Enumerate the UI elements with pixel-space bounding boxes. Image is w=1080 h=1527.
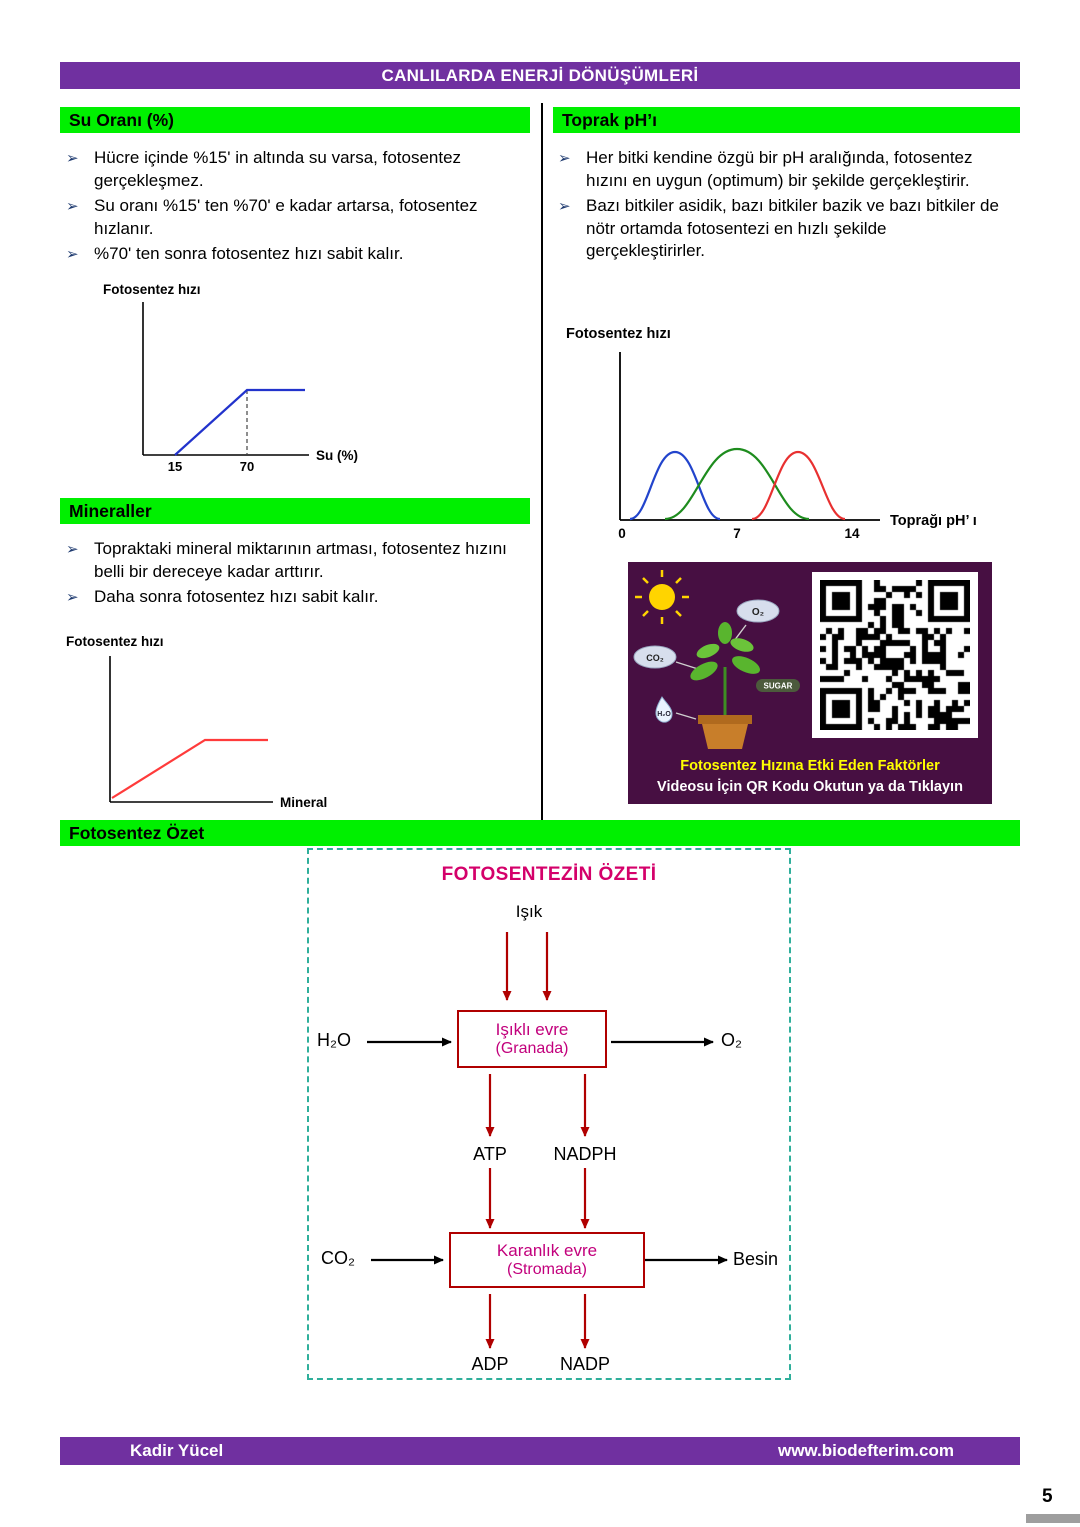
co2-cloud: CO₂ [633,645,677,669]
diagram-label-o2: O₂ [721,1030,742,1050]
bullet-arrow-icon: ➢ [66,150,79,167]
bullet-text: Daha sonra fotosentez hızı sabit kalır. [94,587,379,607]
mineraller-bullet-list: ➢ Topraktaki mineral miktarının artması,… [66,538,526,609]
water-droplet-label: H₂O [657,711,671,718]
diagram-label-h2o: H₂O [317,1030,351,1050]
list-item: ➢ Her bitki kendine özgü bir pH aralığın… [558,147,1010,192]
list-item: ➢ %70' ten sonra fotosentez hızı sabit k… [66,243,521,266]
su-chart-tick-15: 15 [168,459,182,474]
diagram-label-nadph: NADPH [553,1144,617,1164]
ph-chart-blue-curve [629,450,721,521]
diagram-label-besin: Besin [733,1249,779,1269]
arrow-co2 [675,661,699,670]
ph-chart-red-curve [751,450,846,521]
diagram-label-co2: CO₂ [321,1248,355,1268]
ph-chart-green-curve [664,447,810,521]
footer-website[interactable]: www.biodefterim.com [777,1441,954,1460]
ph-chart: Fotosentez hızı 0 7 14 Toprağı pH’ ı [566,326,977,541]
list-item: ➢ Hücre içinde %15' in altında su varsa,… [66,147,521,192]
ph-chart-tick-7: 7 [733,526,741,541]
dark-phase-line2: (Stromada) [506,1261,588,1278]
su-chart-ylabel: Fotosentez hızı [103,282,201,297]
column-divider [541,103,543,821]
co2-cloud-label: CO₂ [646,653,664,663]
su-chart-tick-70: 70 [240,459,254,474]
o2-cloud-label: O₂ [752,607,764,618]
plant-pot [698,715,752,749]
water-droplet-icon: H₂O [655,696,673,723]
page-footer-mark [1026,1514,1080,1523]
page-title: CANLILARDA ENERJİ DÖNÜŞÜMLERİ [60,62,1020,89]
mineral-chart-series-line [111,738,268,799]
qr-video-panel: O₂ CO₂ SUGAR H₂O [628,562,992,804]
bullet-arrow-icon: ➢ [66,589,79,607]
section-header-mineraller: Mineraller [60,498,530,524]
section-header-su-orani: Su Oranı (%) [60,107,530,133]
bullet-text: Her bitki kendine özgü bir pH aralığında… [586,148,973,190]
su-chart-xlabel: Su (%) [316,448,358,463]
mineral-chart-ylabel: Fotosentez hızı [66,634,164,649]
qr-caption-line2[interactable]: Videosu İçin QR Kodu Okutun ya da Tıklay… [657,779,963,795]
o2-cloud: O₂ [736,599,780,623]
bullet-text: Hücre içinde %15' in altında su varsa, f… [94,148,462,190]
page-number: 5 [1042,1486,1053,1507]
footer-author: Kadir Yücel [130,1441,224,1460]
diagram-label-nadp: NADP [559,1354,611,1374]
sun-icon [635,570,689,624]
qr-code[interactable] [812,572,978,738]
photosynthesis-illustration: O₂ CO₂ SUGAR H₂O [633,570,800,749]
diagram-label-atp: ATP [473,1144,507,1164]
ph-chart-tick-0: 0 [618,526,626,541]
diagram-label-isik: Işık [515,902,543,921]
plant-illustration [690,622,760,718]
dark-phase-line1: Karanlık evre [496,1241,598,1260]
bullet-arrow-icon: ➢ [66,541,79,558]
bullet-arrow-icon: ➢ [558,198,571,216]
dark-phase-box: Karanlık evre (Stromada) [449,1232,645,1288]
diagram-title: FOTOSENTEZİN ÖZETİ [441,864,657,885]
ph-chart-tick-14: 14 [844,526,860,541]
ph-chart-ylabel: Fotosentez hızı [566,326,671,342]
light-phase-line2: (Granada) [495,1040,569,1057]
bullet-arrow-icon: ➢ [558,150,571,167]
mineral-chart: Fotosentez hızı Mineral [66,634,327,810]
photosynthesis-summary-diagram: FOTOSENTEZİN ÖZETİ Işık Işıklı evre (Gra… [307,848,791,1380]
light-phase-line1: Işıklı evre [495,1020,569,1039]
sugar-badge-label: SUGAR [764,682,793,691]
ph-chart-xlabel: Toprağı pH’ ı [890,513,977,529]
sugar-badge: SUGAR [756,679,800,692]
footer-bar: Kadir Yücel www.biodefterim.com [60,1437,1020,1465]
bullet-arrow-icon: ➢ [66,246,79,264]
mineral-chart-xlabel: Mineral [280,795,327,810]
diagram-label-adp: ADP [471,1354,509,1374]
arrow-h2o [675,712,697,720]
bullet-text: Bazı bitkiler asidik, bazı bitkiler bazi… [586,196,999,261]
list-item: ➢ Bazı bitkiler asidik, bazı bitkiler ba… [558,195,1010,263]
list-item: ➢ Daha sonra fotosentez hızı sabit kalır… [66,586,526,609]
su-orani-bullet-list: ➢ Hücre içinde %15' in altında su varsa,… [66,147,521,266]
su-chart: Fotosentez hızı 15 70 Su (%) [103,282,358,474]
light-phase-box: Işıklı evre (Granada) [457,1010,607,1068]
bullet-text: Su oranı %15' ten %70' e kadar artarsa, … [94,196,478,238]
bullet-text: %70' ten sonra fotosentez hızı sabit kal… [94,244,404,264]
section-header-fotosentez-ozet: Fotosentez Özet [60,820,1020,846]
list-item: ➢ Topraktaki mineral miktarının artması,… [66,538,526,583]
qr-code-canvas[interactable] [820,580,970,730]
bullet-text: Topraktaki mineral miktarının artması, f… [94,539,507,581]
qr-caption-line1[interactable]: Fotosentez Hızına Etki Eden Faktörler [680,758,940,774]
section-header-toprak-ph: Toprak pH’ı [553,107,1020,133]
bullet-arrow-icon: ➢ [66,198,79,216]
list-item: ➢ Su oranı %15' ten %70' e kadar artarsa… [66,195,521,240]
toprak-ph-bullet-list: ➢ Her bitki kendine özgü bir pH aralığın… [558,147,1010,263]
diagram-arrows [367,932,728,1349]
su-chart-series-line [174,388,305,456]
